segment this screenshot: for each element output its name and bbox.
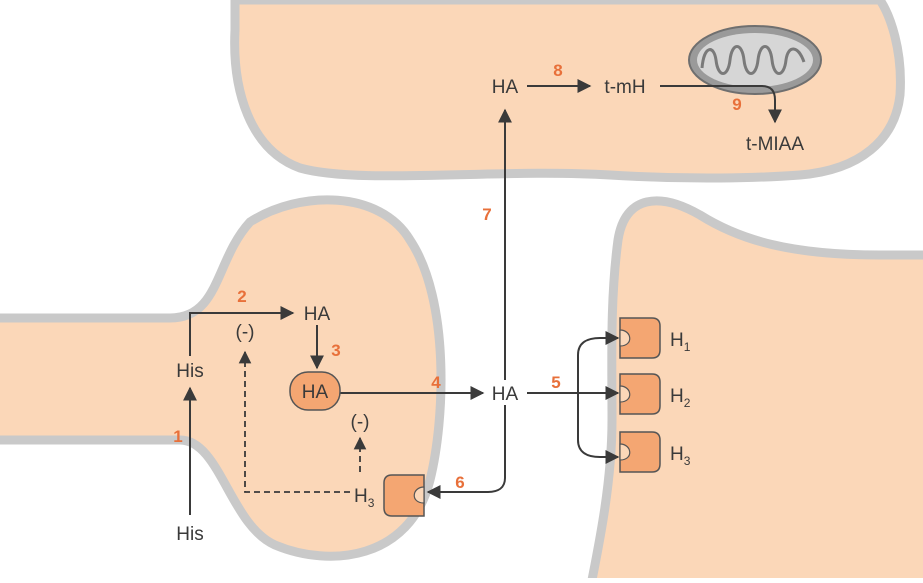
node-his-bottom: His <box>176 524 203 545</box>
step-8: 8 <box>553 61 562 80</box>
histamine-vesicle: HA <box>290 372 340 410</box>
inhibit-release: (-) <box>351 412 370 433</box>
step-5: 5 <box>551 373 560 392</box>
node-his-mid: His <box>176 361 203 382</box>
inhibit-synthesis: (-) <box>236 322 255 343</box>
node-ha-vesicle: HA <box>302 382 329 403</box>
receptor-h3-post <box>620 432 660 472</box>
node-ha-cleft: HA <box>492 384 519 405</box>
step-3: 3 <box>331 341 340 360</box>
receptor-h2 <box>620 374 660 414</box>
receptor-h3-auto <box>384 475 424 516</box>
presynaptic-neuron <box>0 200 441 556</box>
step-7: 7 <box>482 205 491 224</box>
node-ha-synth: HA <box>304 304 331 325</box>
step-9: 9 <box>732 95 741 114</box>
node-tmiaa: t-MIAA <box>746 134 804 155</box>
step-4: 4 <box>431 373 441 392</box>
step-6: 6 <box>455 473 464 492</box>
step-1: 1 <box>173 427 182 446</box>
step-2: 2 <box>237 287 246 306</box>
node-tmh: t-mH <box>604 77 645 98</box>
receptor-h1 <box>620 318 660 358</box>
node-ha-post: HA <box>492 77 519 98</box>
mitochondrion-icon <box>689 26 821 94</box>
